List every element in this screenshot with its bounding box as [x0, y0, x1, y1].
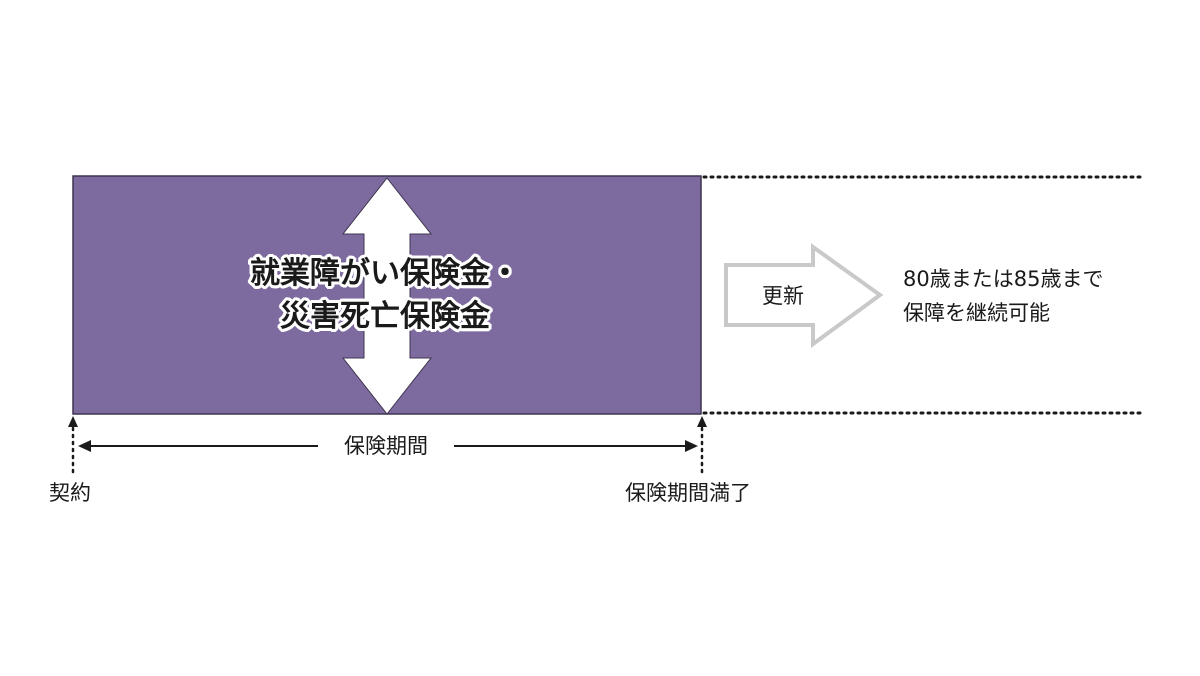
period-end-label: 保険期間満了: [625, 481, 751, 505]
coverage-label: 就業障がい保険金・ 災害死亡保険金: [220, 252, 550, 338]
right-arrow-icon: [724, 243, 884, 348]
start-marker-arrowhead: [68, 416, 78, 427]
end-marker-arrowhead: [697, 416, 707, 427]
period-label: 保険期間: [318, 431, 454, 461]
renewal-description-line2: 保障を継続可能: [903, 301, 1050, 325]
renewal-label: 更新: [762, 284, 804, 308]
renewal-description: 80歳または85歳まで 保障を継続可能: [903, 262, 1103, 330]
coverage-label-line1: 就業障がい保険金・: [250, 256, 520, 291]
double-headed-vertical-arrow-icon: [341, 177, 433, 415]
contract-start-label: 契約: [49, 481, 91, 505]
renewal-description-line1: 80歳または85歳まで: [903, 267, 1104, 291]
coverage-label-line2: 災害死亡保険金: [280, 299, 490, 334]
